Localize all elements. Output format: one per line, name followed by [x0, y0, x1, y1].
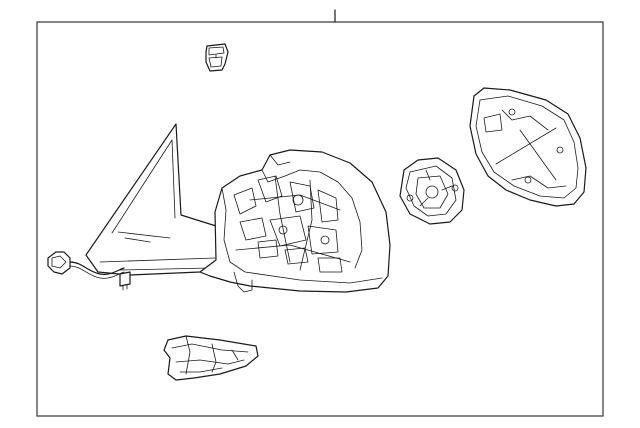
mirror-motor — [399, 157, 465, 225]
diagram-frame — [36, 21, 604, 417]
clip-part — [205, 43, 229, 72]
wiring-connector — [47, 251, 131, 291]
mirror-housing-assembly — [85, 123, 391, 293]
turn-signal-lamp — [163, 335, 259, 381]
mirror-glass — [469, 87, 587, 207]
